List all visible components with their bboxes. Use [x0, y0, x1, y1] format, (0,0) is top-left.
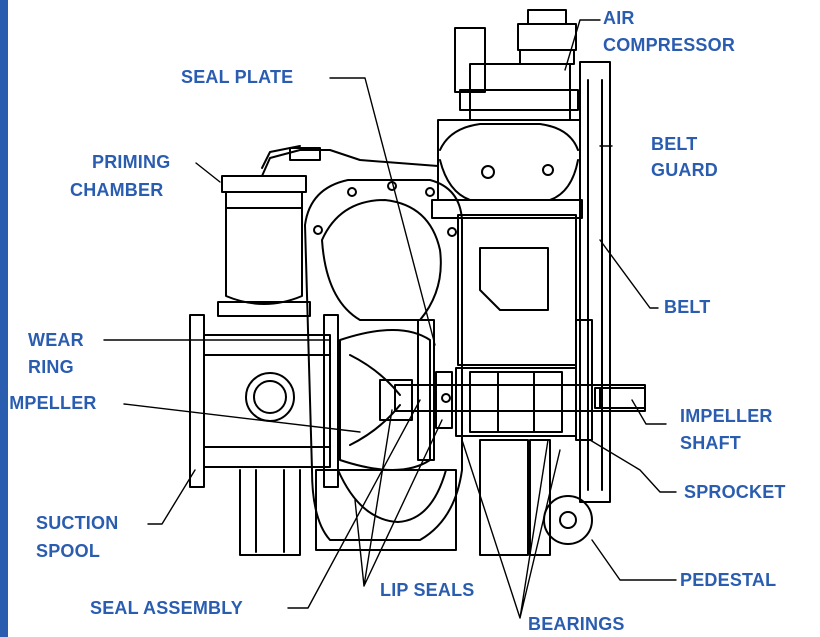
- label-wear-ring-2: RING: [28, 357, 74, 377]
- impeller-assembly: [339, 319, 453, 471]
- leader-lines: [103, 19, 677, 619]
- air-compressor: [431, 9, 583, 219]
- belt-guard: [575, 61, 611, 503]
- label-priming-chamber-1: PRIMING: [92, 152, 171, 172]
- bearing-frame: [455, 214, 577, 437]
- label-belt-guard-1: BELT: [651, 134, 698, 154]
- label-lip-seals: LIP SEALS: [380, 580, 475, 600]
- label-impeller-shaft-1: IMPELLER: [680, 406, 773, 426]
- label-sprocket: SPROCKET: [684, 482, 786, 502]
- label-suction-spool-2: SPOOL: [36, 541, 101, 561]
- label-air-compressor-2: COMPRESSOR: [603, 35, 736, 55]
- label-pedestal: PEDESTAL: [680, 570, 777, 590]
- label-belt-guard-2: GUARD: [651, 160, 718, 180]
- suction-spool: [189, 314, 339, 488]
- label-bearings: BEARINGS: [528, 614, 625, 634]
- sidebar-bar: [0, 0, 8, 637]
- pedestal: [239, 439, 593, 556]
- label-wear-ring-1: WEAR: [28, 330, 84, 350]
- label-suction-spool-1: SUCTION: [36, 513, 119, 533]
- label-belt: BELT: [664, 297, 711, 317]
- label-seal-plate: SEAL PLATE: [181, 67, 294, 87]
- impeller-shaft: [394, 384, 646, 412]
- label-impeller-shaft-2: SHAFT: [680, 433, 741, 453]
- priming-chamber: [217, 145, 439, 317]
- label-impeller: IMPELLER: [4, 393, 97, 413]
- label-air-compressor-1: AIR: [603, 8, 635, 28]
- label-priming-chamber-2: CHAMBER: [70, 180, 164, 200]
- label-seal-assembly: SEAL ASSEMBLY: [90, 598, 243, 618]
